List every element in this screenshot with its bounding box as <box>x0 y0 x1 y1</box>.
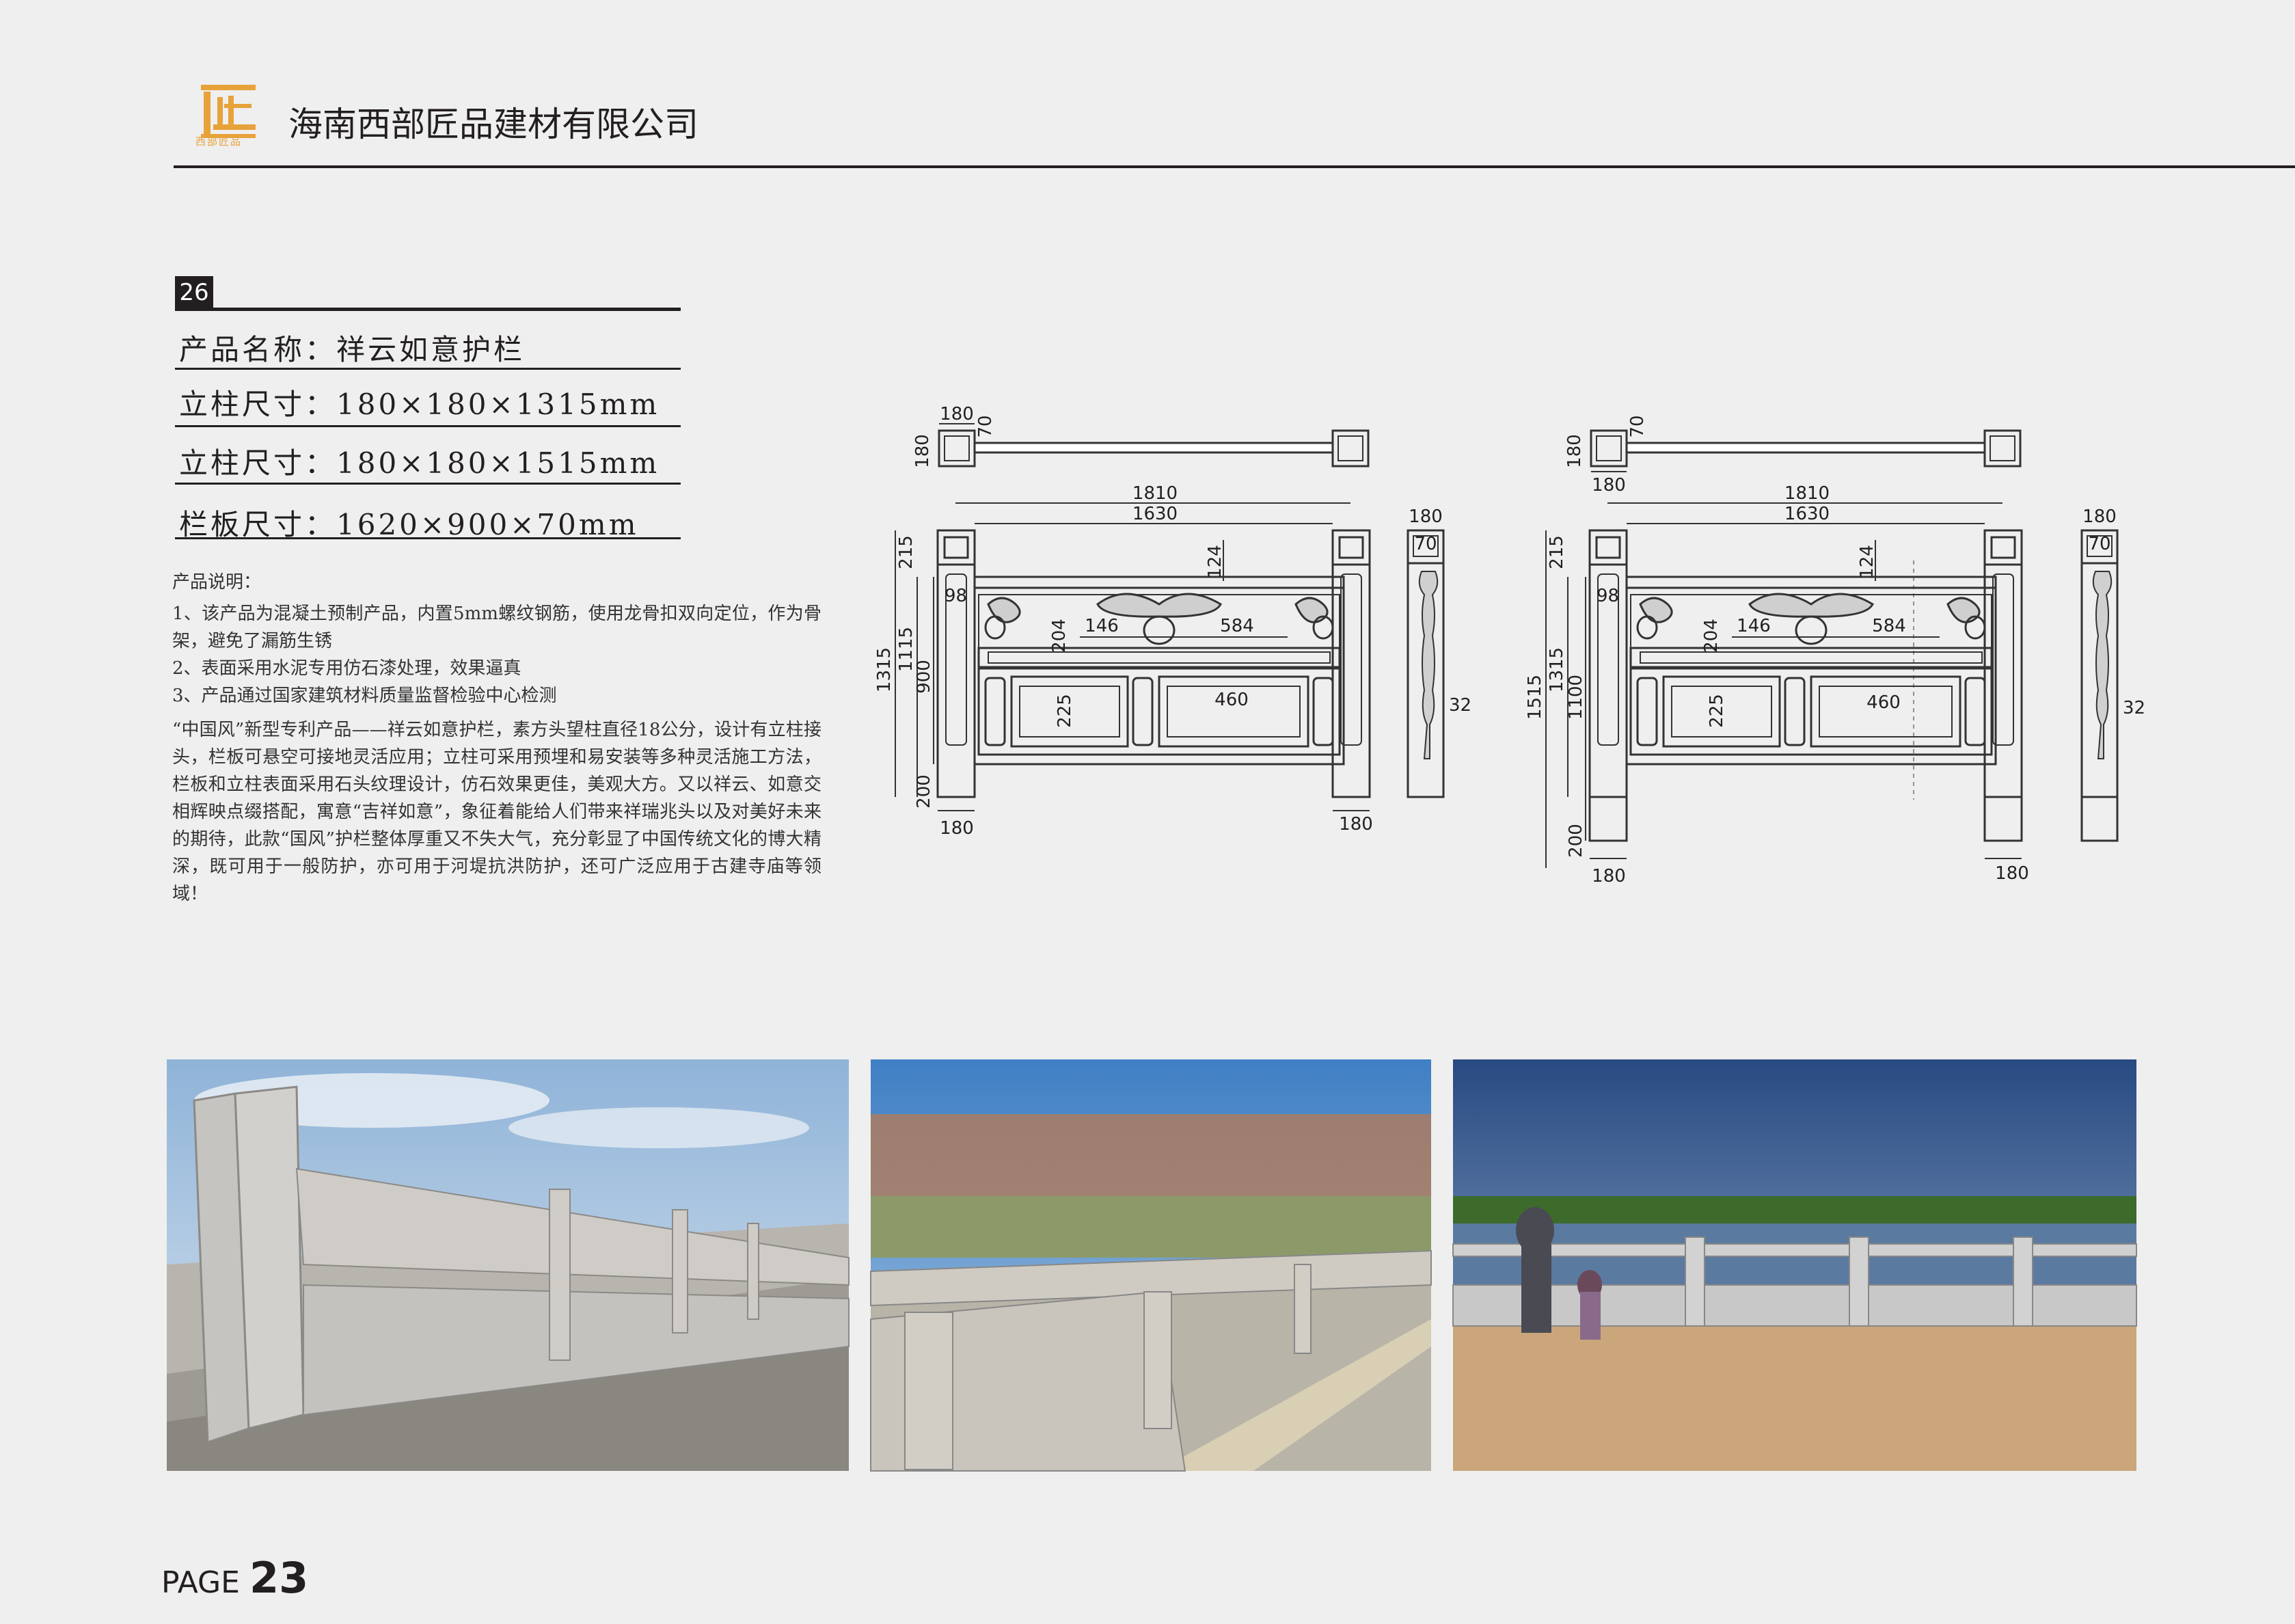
company-logo <box>201 85 256 138</box>
dim-label: 225 <box>1055 694 1075 728</box>
product-name: 产品名称：祥云如意护栏 <box>179 333 526 366</box>
dim-label: 204 <box>1049 619 1070 653</box>
dim-label: 460 <box>1214 690 1249 710</box>
description-item: 2、表面采用水泥专用仿石漆处理，效果逼真 <box>172 658 521 679</box>
dim-label: 180 <box>1564 434 1585 468</box>
dim-label: 146 <box>1085 616 1119 636</box>
dim-label: 215 <box>1547 535 1567 569</box>
dim-label: 70 <box>2088 534 2110 554</box>
dim-label: 70 <box>1627 415 1648 437</box>
dim-label: 1315 <box>874 647 895 692</box>
company-name: 海南西部匠品建材有限公司 <box>288 105 698 144</box>
spec-divider <box>175 537 681 539</box>
post-size-2: 立柱尺寸：180×180×1515mm <box>179 446 660 480</box>
description-item: 1、该产品为混凝土预制产品，内置5mm螺纹钢筋，使用龙骨扣双向定位，作为骨架，避… <box>172 604 821 651</box>
dim-label: 200 <box>1566 824 1586 858</box>
dim-label: 124 <box>1205 545 1225 579</box>
dim-label: 204 <box>1701 619 1722 653</box>
product-number: 26 <box>175 276 213 309</box>
railing-photo-2 <box>870 1059 1432 1472</box>
dim-label: 32 <box>2123 698 2145 718</box>
description-paragraph: “中国风”新型专利产品——祥云如意护栏，素方头望柱直径18公分，设计有立柱接头，… <box>172 720 821 904</box>
page-label: PAGE <box>161 1565 240 1600</box>
dim-label: 1630 <box>1132 504 1178 524</box>
dim-label: 584 <box>1220 616 1254 636</box>
header-divider <box>174 165 2295 168</box>
description-item: 3、产品通过国家建筑材料质量监督检验中心检测 <box>172 686 557 706</box>
product-description: 产品说明： 1、该产品为混凝土预制产品，内置5mm螺纹钢筋，使用龙骨扣双向定位，… <box>172 569 821 908</box>
dim-label: 98 <box>945 586 967 606</box>
dim-label: 70 <box>1414 534 1437 554</box>
dim-label: 98 <box>1597 586 1619 606</box>
dim-label: 32 <box>1449 695 1471 716</box>
dim-label: 215 <box>896 535 916 569</box>
dim-label: 1810 <box>1784 483 1830 504</box>
railing-photo-1 <box>167 1059 850 1471</box>
dim-label: 146 <box>1737 616 1771 636</box>
spec-divider <box>175 483 681 485</box>
dim-label: 70 <box>975 415 996 437</box>
dim-label: 180 <box>1995 863 2029 884</box>
dim-label: 584 <box>1872 616 1906 636</box>
panel-size: 栏板尺寸：1620×900×70mm <box>179 508 639 541</box>
page-indicator: PAGE 23 <box>161 1553 308 1603</box>
spec-divider <box>175 368 681 370</box>
post-size-1: 立柱尺寸：180×180×1315mm <box>179 388 660 421</box>
page-number: 23 <box>249 1553 309 1603</box>
dim-label: 1100 <box>1566 675 1586 720</box>
dim-label: 1115 <box>896 627 916 672</box>
dim-label: 460 <box>1866 692 1901 713</box>
dim-label: 180 <box>1339 814 1373 835</box>
dim-label: 180 <box>1592 475 1626 496</box>
dim-label: 1810 <box>1132 483 1178 504</box>
dim-label: 180 <box>940 404 974 424</box>
technical-drawing: 180 70 180 1810 1630 1315 1115 215 900 2… <box>874 404 2145 887</box>
logo-text: 西部匠品 <box>195 135 243 148</box>
number-divider <box>175 308 681 311</box>
dim-label: 1315 <box>1547 647 1567 692</box>
dim-label: 180 <box>1592 866 1626 887</box>
dim-label: 225 <box>1707 694 1727 728</box>
dim-label: 200 <box>914 774 934 809</box>
dim-label: 180 <box>2082 506 2117 527</box>
railing-photo-3 <box>1452 1059 2137 1471</box>
dim-label: 1630 <box>1784 504 1830 524</box>
dim-label: 900 <box>914 660 934 694</box>
description-heading: 产品说明： <box>172 572 262 593</box>
dim-label: 180 <box>940 818 974 839</box>
dim-label: 180 <box>912 434 933 468</box>
spec-divider <box>175 425 681 427</box>
dim-label: 180 <box>1409 506 1443 527</box>
dim-label: 124 <box>1857 545 1877 579</box>
dim-label: 1515 <box>1525 675 1545 720</box>
